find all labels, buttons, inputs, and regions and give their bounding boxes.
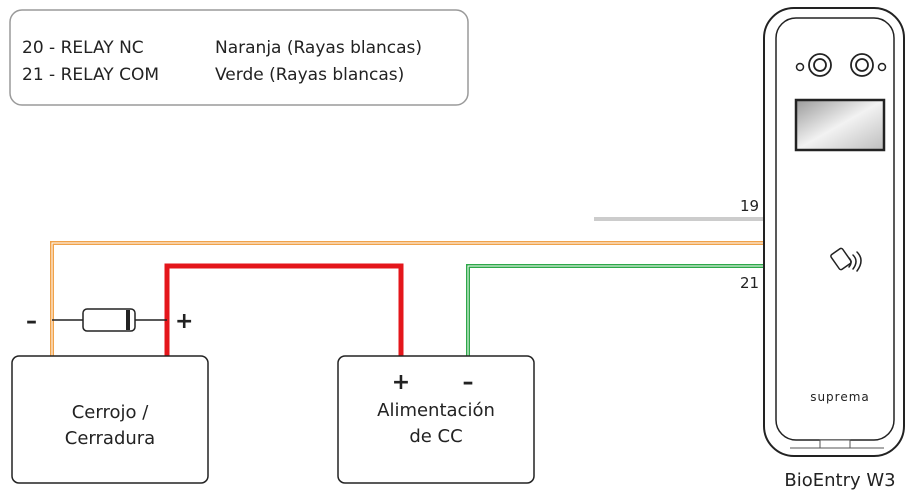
diode-plus-sign: + [175, 309, 193, 334]
camera-icon [795, 53, 887, 77]
legend-color-21: Verde (Rayas blancas) [215, 65, 404, 85]
display-screen [794, 98, 886, 152]
legend-pin-20: 20 - RELAY NC [22, 38, 144, 58]
wire-19: 19 [594, 197, 775, 221]
power-minus-sign: – [463, 370, 474, 395]
wire-green-com: 21 [466, 264, 775, 356]
power-supply-box: + – Alimentación de CC [337, 355, 535, 484]
diode: – + [26, 308, 193, 334]
lock-label-line1: Cerrojo / [72, 402, 149, 423]
power-label-line1: Alimentación [377, 400, 495, 421]
wire-red [164, 263, 404, 356]
wire-orange-nc [50, 241, 775, 356]
device-model-label: BioEntry W3 [784, 470, 895, 491]
brand-logo: suprema [810, 390, 870, 404]
rfid-card-icon [830, 247, 862, 272]
lock-label-line2: Cerradura [65, 428, 155, 449]
bioentry-device: suprema [763, 7, 905, 457]
legend-color-20: Naranja (Rayas blancas) [215, 38, 422, 58]
legend-box: 20 - RELAY NC Naranja (Rayas blancas) 21… [9, 9, 469, 106]
legend-pin-21: 21 - RELAY COM [22, 65, 159, 85]
pin-19-label: 19 [740, 197, 759, 215]
power-label-line2: de CC [409, 426, 462, 447]
lock-box: Cerrojo / Cerradura [11, 355, 209, 484]
pin-21-label: 21 [740, 274, 759, 292]
power-plus-sign: + [392, 370, 410, 395]
diode-minus-sign: – [26, 309, 37, 334]
